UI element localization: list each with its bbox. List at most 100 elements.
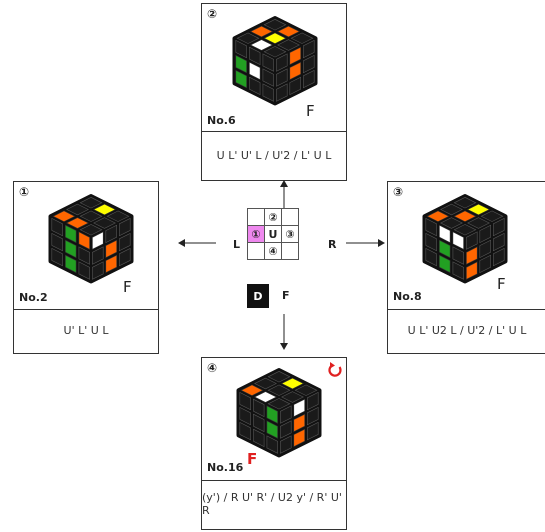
front-sticker [425,217,437,237]
front-sticker [235,69,247,89]
up-sticker [254,377,277,390]
up-sticker [66,203,89,216]
right-sticker [289,61,301,81]
up-sticker [453,196,477,209]
up-sticker [294,384,318,396]
up-sticker [267,370,291,383]
up-sticker [93,217,116,229]
right-sticker [479,254,491,274]
grid-cell-down: D [247,284,269,308]
front-face-label: F [123,278,132,296]
panel-top-image: ② F No.6 [202,4,346,132]
front-sticker [253,428,265,448]
front-sticker [439,254,451,274]
front-sticker [266,405,278,424]
right-sticker [280,420,292,439]
front-sticker [266,420,278,439]
front-sticker [78,231,90,250]
front-sticker [78,261,90,280]
panel-right: ③ F No.8 U L' U2 L / U'2 / L' U L [387,181,545,354]
panel-bottom: ④ F No.16 (y') / R U' R' / U2 y' / R' U'… [201,357,347,530]
grid-cell-up: U [264,225,282,243]
case-number: No.8 [393,290,422,303]
front-sticker [65,239,77,259]
front-sticker [235,39,247,59]
front-sticker [452,261,464,280]
grid-cell [281,208,299,226]
right-sticker [276,53,288,72]
right-sticker [280,405,292,424]
front-sticker [51,247,63,267]
cube-illustration [236,368,322,458]
up-sticker [453,224,477,236]
front-sticker [235,54,247,74]
panel-number: ② [207,7,218,21]
right-sticker [493,217,505,237]
up-sticker [240,384,264,396]
front-sticker [249,61,261,81]
front-sticker [239,406,251,426]
up-sticker [467,217,490,229]
up-sticker [267,398,291,410]
right-sticker [92,261,104,280]
panel-left-image: ① F No.2 [14,182,158,310]
up-sticker [106,210,130,222]
right-sticker [289,76,301,96]
panel-number: ④ [207,361,218,375]
right-sticker [307,391,319,411]
right-sticker [466,246,478,265]
right-sticker [105,254,117,274]
grid-cell [247,242,265,260]
up-sticker [52,210,76,222]
panel-left: ① F No.2 U' L' U L [13,181,159,354]
grid-cell [281,242,299,260]
panel-top: ② F No.6 U L' U' L / U'2 / L' U L [201,3,347,181]
algorithm-text: (y') / R U' R' / U2 y' / R' U' R [202,491,342,517]
up-sticker [263,46,287,58]
grid-cell: ① [247,225,265,243]
cube-illustration [232,16,318,106]
right-sticker [307,406,319,426]
front-sticker [65,224,77,244]
front-sticker [253,398,265,418]
front-sticker [249,76,261,96]
grid-cell [247,208,265,226]
right-sticker [293,398,305,418]
panel-number: ③ [393,185,404,199]
up-sticker [277,39,300,51]
front-sticker [239,391,251,411]
arrow-down [280,314,288,350]
front-sticker [439,239,451,259]
front-sticker [253,413,265,433]
algorithm-text: U L' U' L / U'2 / L' U L [216,148,332,162]
front-sticker [78,246,90,265]
front-sticker [439,224,451,244]
cube-illustration [422,194,508,284]
right-sticker [119,217,131,237]
label-front: F [282,289,290,302]
right-sticker [307,421,319,441]
up-sticker [79,196,103,209]
right-sticker [105,239,117,259]
up-sticker [440,203,463,216]
up-sticker [290,32,314,44]
right-sticker [119,247,131,267]
right-sticker [293,413,305,433]
right-sticker [303,54,315,74]
up-sticker [263,18,287,31]
grid-cell: ② [264,208,282,226]
right-sticker [289,46,301,66]
up-sticker [250,39,273,51]
front-sticker [452,246,464,265]
arrow-left [178,239,216,247]
up-sticker [480,210,504,222]
up-sticker [79,224,103,236]
up-sticker [254,391,277,403]
right-sticker [479,224,491,244]
up-sticker [250,25,273,38]
front-sticker [262,53,274,72]
panel-number: ① [19,185,30,199]
right-sticker [479,239,491,259]
right-sticker [276,83,288,102]
right-sticker [466,231,478,250]
